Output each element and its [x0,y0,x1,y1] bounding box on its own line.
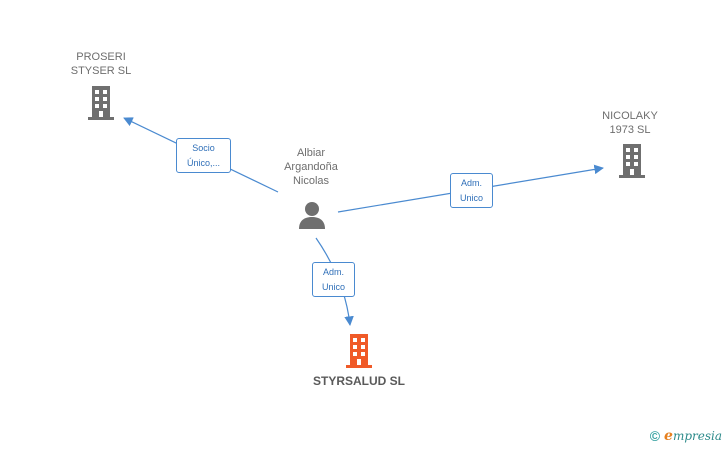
node-label-styrsalud: STYRSALUD SL [299,374,419,388]
node-label-person: Albiar Argandoña Nicolas [266,146,356,188]
edge-label-line: Adm. [460,178,482,188]
brand-initial: e [664,428,673,444]
edge-label-adm-unico-nicolaky[interactable]: Adm. Unico [450,173,493,208]
node-label-line: 1973 SL [609,124,651,136]
node-label-line: Nicolas [292,175,330,187]
empresia-logo[interactable]: empresia [664,428,722,444]
edge-label-line: Socio [192,143,215,153]
node-label-line: Albiar [296,147,326,159]
edge-label-adm-unico-styrsalud[interactable]: Adm. Unico [312,262,355,297]
edge-label-line: Unico [459,193,483,203]
node-label-line: STYRSALUD SL [312,374,405,388]
edge-label-line: Unico [321,282,345,292]
node-label-line: STYSER SL [70,65,132,77]
footer-brand: © empresia [650,428,722,444]
building-icon[interactable] [86,86,116,120]
building-icon[interactable] [617,144,647,178]
building-icon-main[interactable] [344,334,374,368]
person-icon[interactable] [297,200,327,230]
copyright-icon: © [649,428,661,444]
edge-label-socio-unico[interactable]: Socio Único,... [176,138,231,173]
node-label-proseri: PROSERI STYSER SL [56,50,146,78]
node-label-line: NICOLAKY [602,110,658,122]
node-label-line: PROSERI [76,51,126,63]
edge-label-line: Único,... [186,158,220,168]
node-label-nicolaky: NICOLAKY 1973 SL [585,109,675,137]
node-label-line: Argandoña [284,161,338,173]
brand-rest: mpresia [672,429,722,443]
edge-label-line: Adm. [322,267,344,277]
